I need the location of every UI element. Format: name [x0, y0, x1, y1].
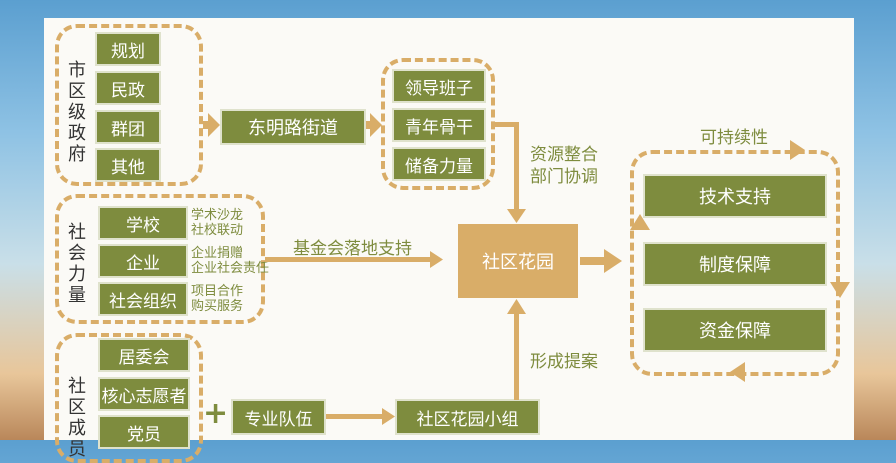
leadership-item-reserve: 储备力量 [392, 147, 486, 181]
arrow-gov-to-street-shaft [203, 121, 211, 129]
foundation-support-label: 基金会落地支持 [293, 239, 412, 259]
arrow-leader-head [507, 209, 526, 223]
cycle-arrow-right [830, 282, 850, 298]
arrow-street-to-leader-head [370, 113, 382, 137]
community-item-core-volunteers: 核心志愿者 [98, 377, 190, 411]
social-item-social-org: 社会组织 [98, 282, 188, 316]
proposal-label: 形成提案 [530, 352, 598, 372]
department-coordination-label: 部门协调 [530, 167, 598, 187]
arrow-center-shaft [580, 257, 608, 265]
gov-item-planning: 规划 [95, 32, 161, 66]
gov-item-civil-affairs: 民政 [95, 71, 161, 105]
note-csr: 企业社会责任 [191, 261, 270, 276]
social-group-label: 社会力量 [68, 222, 86, 306]
note-project-coop: 项目合作 [191, 284, 244, 299]
arrow-foundation-head [430, 251, 443, 268]
resource-integration-label: 资源整合 [530, 145, 598, 165]
government-group-frame [55, 24, 203, 186]
cycle-arrow-top [790, 140, 805, 160]
cycle-arrow-left [630, 214, 650, 230]
note-purchase-services: 购买服务 [191, 299, 244, 314]
diagram-scene: 市区级政府 规划 民政 群团 其他 社会力量 学校 企业 社会组织 学术沙龙 社… [55, 24, 850, 463]
government-group-label: 市区级政府 [68, 60, 86, 165]
note-school-linkage: 社校联动 [191, 223, 244, 238]
arrow-leader-elbow-h [495, 122, 517, 127]
cycle-arrow-bottom [730, 362, 745, 382]
street-office-box: 东明路街道 [220, 109, 366, 145]
support-technical: 技术支持 [643, 174, 827, 218]
community-item-committee: 居委会 [98, 338, 190, 372]
leadership-item-youth: 青年骨干 [392, 108, 486, 142]
note-academic-salon: 学术沙龙 [191, 208, 244, 223]
arrow-foundation-shaft [265, 257, 432, 262]
arrow-leader-elbow-v [514, 122, 519, 212]
social-item-enterprise: 企业 [98, 244, 188, 278]
support-funding: 资金保障 [643, 308, 827, 352]
arrow-center-head [604, 249, 622, 273]
arrow-proposal-shaft [514, 312, 519, 400]
gov-item-mass-orgs: 群团 [95, 110, 161, 144]
professional-team-box: 专业队伍 [231, 399, 326, 435]
leadership-group-frame [381, 58, 495, 190]
note-enterprise-donation: 企业捐赠 [191, 246, 244, 261]
support-institutional: 制度保障 [643, 242, 827, 286]
arrow-gov-to-street-head [208, 113, 220, 137]
gov-item-other: 其他 [95, 148, 161, 182]
plus-sign: + [203, 396, 229, 431]
arrow-team-head [382, 408, 395, 425]
social-item-school: 学校 [98, 206, 188, 240]
sustainability-label: 可持续性 [700, 128, 768, 148]
connector-arrows [203, 113, 850, 425]
arrow-team-shaft [326, 414, 384, 419]
leadership-item-team: 领导班子 [392, 69, 486, 103]
arrow-proposal-head [507, 299, 526, 314]
garden-group-box: 社区花园小组 [395, 399, 540, 435]
social-group-frame [55, 194, 265, 324]
arrow-street-to-leader-shaft [366, 121, 372, 129]
community-garden-center: 社区花园 [458, 224, 578, 298]
